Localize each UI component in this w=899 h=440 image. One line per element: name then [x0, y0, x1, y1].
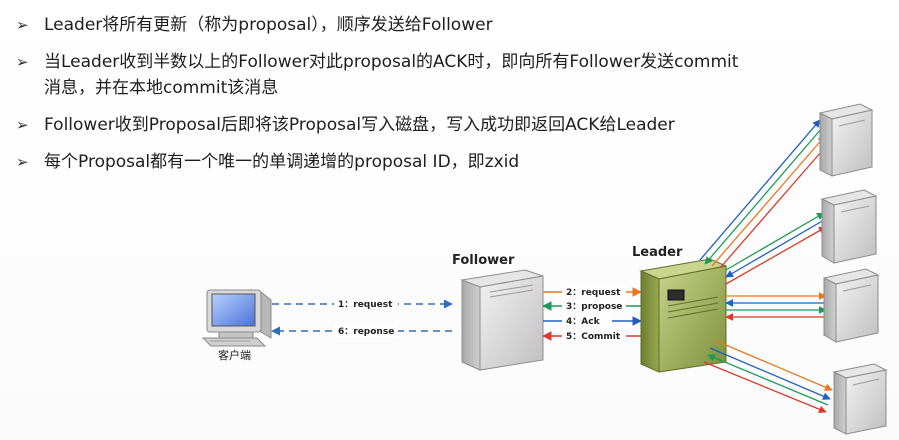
- step5-label: 5：Commit: [566, 332, 621, 342]
- follower-label: Follower: [452, 253, 515, 268]
- bullet-text: 每个Proposal都有一个唯一的单调递增的proposal ID，即zxid: [44, 152, 520, 172]
- bullet-list: ➢ Leader将所有更新（称为proposal），顺序发送给Follower …: [10, 12, 890, 175]
- leader-server-icon: [639, 258, 728, 373]
- step4-label: 4：Ack: [566, 317, 601, 327]
- bullet-arrow-icon: ➢: [16, 53, 29, 71]
- bullet-item: ➢ 每个Proposal都有一个唯一的单调递增的proposal ID，即zxi…: [10, 149, 890, 175]
- step2-label: 2：request: [566, 288, 621, 298]
- leader-label: Leader: [632, 245, 683, 260]
- bullet-text: Follower收到Proposal后即将该Proposal写入磁盘，写入成功即…: [44, 115, 675, 135]
- bullet-arrow-icon: ➢: [16, 153, 29, 171]
- server-icon: [818, 103, 874, 177]
- bullet-item: ➢ Follower收到Proposal后即将该Proposal写入磁盘，写入成…: [10, 112, 890, 138]
- client-request-label: 1：request: [338, 300, 393, 310]
- server-icon: [832, 363, 888, 435]
- bullet-arrow-icon: ➢: [16, 116, 29, 134]
- client-response-label: 6：reponse: [338, 327, 394, 337]
- server-icon: [822, 268, 880, 343]
- bullet-item: ➢ Leader将所有更新（称为proposal），顺序发送给Follower: [10, 12, 890, 38]
- bullet-arrow-icon: ➢: [16, 16, 29, 34]
- server-icon: [460, 269, 544, 371]
- bullet-text: Leader将所有更新（称为proposal），顺序发送给Follower: [44, 15, 493, 35]
- bullet-text: 当Leader收到半数以上的Follower对此proposal的ACK时，即向…: [44, 52, 739, 98]
- client-label: 客户端: [218, 348, 251, 362]
- step3-label: 3：propose: [566, 302, 622, 312]
- leader-fanout: [699, 119, 833, 413]
- client-computer-icon: [201, 289, 272, 347]
- server-icon: [820, 189, 878, 264]
- bullet-item: ➢ 当Leader收到半数以上的Follower对此proposal的ACK时，…: [10, 49, 744, 101]
